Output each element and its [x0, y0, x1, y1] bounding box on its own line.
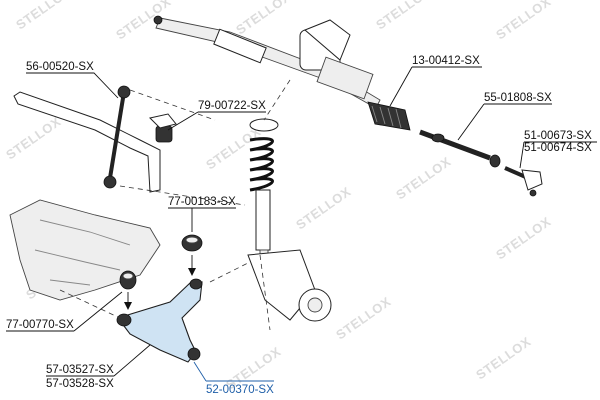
- tie-rod-end: [504, 166, 543, 197]
- steering-rack: [153, 15, 381, 109]
- watermark: STELLOX: [493, 0, 554, 42]
- label-57-03528: 57-03528-SX: [46, 378, 114, 390]
- label-55-01808: 55-01808-SX: [484, 92, 552, 104]
- watermark: STELLOX: [333, 294, 394, 343]
- knuckle-hub: [247, 249, 332, 322]
- watermark: STELLOX: [493, 214, 554, 263]
- bushing-77-00183: [181, 234, 203, 252]
- watermark: STELLOX: [473, 334, 534, 383]
- watermark: STELLOX: [13, 0, 74, 32]
- inner-tie-rod: [419, 129, 501, 168]
- watermark: STELLOX: [293, 184, 354, 233]
- subframe: [9, 199, 161, 301]
- label-77-00770: 77-00770-SX: [6, 319, 74, 331]
- label-52-00370[interactable]: 52-00370-SX: [206, 384, 274, 396]
- label-79-00722: 79-00722-SX: [198, 100, 266, 112]
- stabilizer-bar: [13, 91, 161, 193]
- label-51-00673: 51-00673-SX: [524, 130, 592, 142]
- assembly-arrows: [124, 255, 196, 310]
- label-13-00412: 13-00412-SX: [412, 55, 480, 67]
- part-labels: 56-00520-SX 79-00722-SX 13-00412-SX 55-0…: [6, 55, 592, 396]
- label-56-00520: 56-00520-SX: [26, 61, 94, 73]
- bushing-77-00770: [119, 270, 137, 290]
- watermark: STELLOX: [233, 0, 294, 37]
- stabilizer-link: [103, 85, 131, 189]
- leader-lines: [6, 66, 597, 382]
- dashed-guides: [59, 79, 291, 331]
- label-77-00183: 77-00183-SX: [168, 196, 236, 208]
- label-57-03527: 57-03527-SX: [46, 364, 114, 376]
- rack-boot: [367, 101, 411, 131]
- watermark: STELLOX: [3, 114, 64, 163]
- watermark: STELLOX: [393, 154, 454, 203]
- lower-control-arm: [116, 278, 203, 363]
- watermark: STELLOX: [373, 0, 434, 32]
- label-51-00674: 51-00674-SX: [524, 142, 592, 154]
